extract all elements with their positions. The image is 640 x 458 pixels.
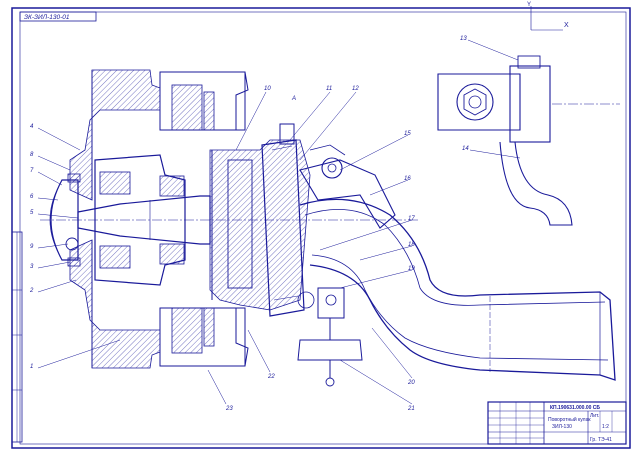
inner-frame bbox=[19, 11, 627, 445]
callout-label: 16 bbox=[404, 176, 411, 182]
callout-label: 3 bbox=[30, 264, 34, 270]
binding-strip bbox=[11, 231, 23, 443]
callout-leaders bbox=[37, 39, 521, 405]
outer-frame bbox=[11, 7, 631, 449]
callout-label: 4 bbox=[30, 124, 34, 130]
callout-label: 9 bbox=[30, 244, 34, 250]
axis-marker: Y X bbox=[527, 2, 569, 31]
corner-tag-text: ЗК-ЗИЛ-130-01 bbox=[24, 14, 70, 21]
king-pin bbox=[261, 123, 305, 317]
sheet-label: Лит. bbox=[590, 413, 599, 419]
callout-numbers: 4 8 7 6 5 9 3 2 1 10 11 12 13 14 15 16 1… bbox=[29, 36, 469, 412]
scale-value: 1:2 bbox=[602, 424, 609, 430]
callout-label: 21 bbox=[407, 406, 415, 412]
doc-code: КП.190631.000.00 СБ bbox=[550, 405, 600, 411]
view-marker: A bbox=[291, 96, 296, 102]
callout-label: 20 bbox=[407, 380, 415, 386]
callout-label: 17 bbox=[408, 216, 415, 222]
callout-label: 13 bbox=[460, 36, 467, 42]
tie-rod-end bbox=[297, 287, 363, 387]
callout-label: 11 bbox=[326, 86, 332, 92]
org-label: Гр. ТЭ-41 bbox=[590, 437, 612, 443]
callout-label: 14 bbox=[462, 146, 469, 152]
corner-tag: ЗК-ЗИЛ-130-01 bbox=[19, 11, 97, 22]
title-line-2: ЗИЛ-130 bbox=[552, 424, 572, 430]
callout-label: 2 bbox=[29, 288, 34, 294]
callout-label: 7 bbox=[30, 168, 34, 174]
axis-x-label: X bbox=[564, 22, 569, 29]
steering-arm bbox=[299, 144, 396, 229]
callout-label: 10 bbox=[264, 86, 271, 92]
callout-label: 6 bbox=[30, 194, 34, 200]
axis-y-label: Y bbox=[527, 2, 531, 8]
axle-beam bbox=[299, 198, 616, 381]
title-line-1: Поворотный кулак bbox=[548, 416, 591, 423]
callout-label: 18 bbox=[408, 242, 415, 248]
callout-label: 23 bbox=[225, 406, 233, 412]
title-block: КП.190631.000.00 СБ Поворотный кулак ЗИЛ… bbox=[487, 401, 627, 445]
callout-label: 22 bbox=[267, 374, 275, 380]
callout-label: 15 bbox=[404, 131, 411, 137]
steering-knuckle bbox=[209, 139, 311, 311]
brake-drum bbox=[69, 69, 161, 369]
callout-label: 19 bbox=[408, 266, 415, 272]
brake-shoe-assembly bbox=[159, 71, 249, 367]
callout-label: 8 bbox=[30, 152, 34, 158]
callout-label: 12 bbox=[352, 86, 359, 92]
detail-view bbox=[437, 55, 620, 226]
wheel-hub bbox=[49, 154, 186, 286]
callout-label: 1 bbox=[30, 364, 33, 370]
callout-label: 5 bbox=[30, 210, 34, 216]
